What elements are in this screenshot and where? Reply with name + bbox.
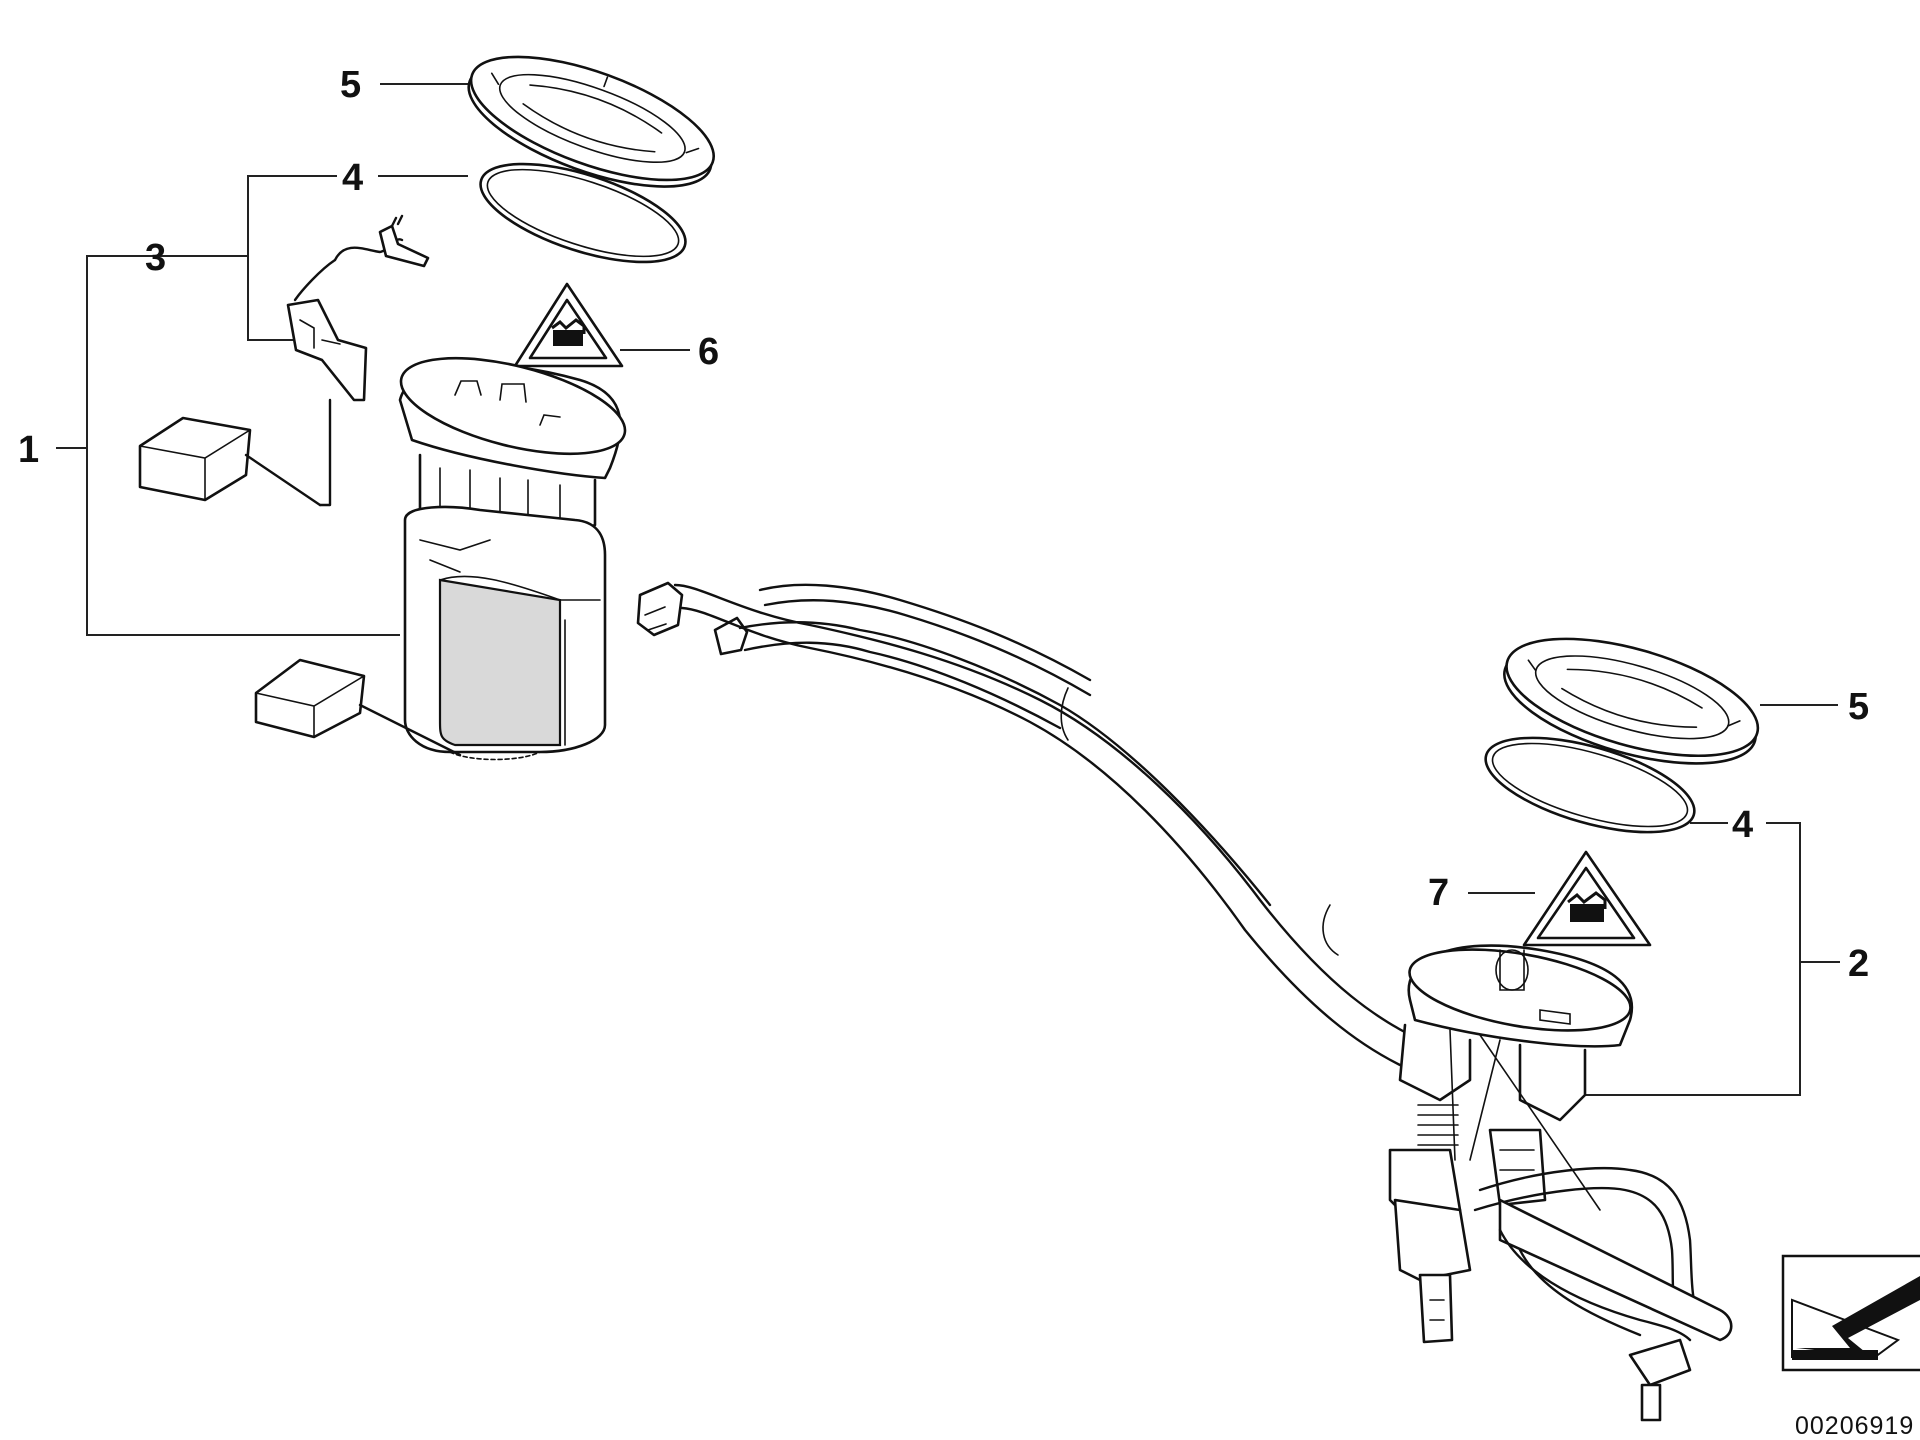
leader-lines	[56, 83, 1840, 1096]
part-5-lock-ring-right	[1503, 637, 1760, 765]
warning-triangle-icon	[551, 318, 586, 346]
part-4-seal-ring-right	[1484, 736, 1696, 834]
part-7-warning-label	[1522, 850, 1652, 947]
callout-3: 3	[145, 237, 166, 279]
warning-triangle-icon	[1567, 891, 1607, 922]
callout-1: 1	[18, 429, 39, 471]
part-4-seal-ring-top	[479, 162, 687, 264]
callout-4-right: 4	[1732, 804, 1753, 846]
part-5-lock-ring-top	[467, 55, 715, 188]
part-1-fuel-pump-module	[254, 356, 627, 761]
callout-6: 6	[698, 331, 719, 373]
callout-5-right: 5	[1848, 686, 1869, 728]
part-3-fuel-level-sensor	[138, 214, 430, 507]
callout-7: 7	[1428, 872, 1449, 914]
part-6-warning-label	[513, 282, 624, 368]
callout-4-top: 4	[342, 157, 363, 199]
part-2-suction-unit	[1388, 944, 1733, 1422]
orientation-arrow-icon	[1781, 1254, 1920, 1372]
callout-2: 2	[1848, 943, 1869, 985]
callout-5-top: 5	[340, 64, 361, 106]
fuel-hoses	[636, 581, 1422, 1067]
document-number: 00206919	[1795, 1412, 1914, 1440]
